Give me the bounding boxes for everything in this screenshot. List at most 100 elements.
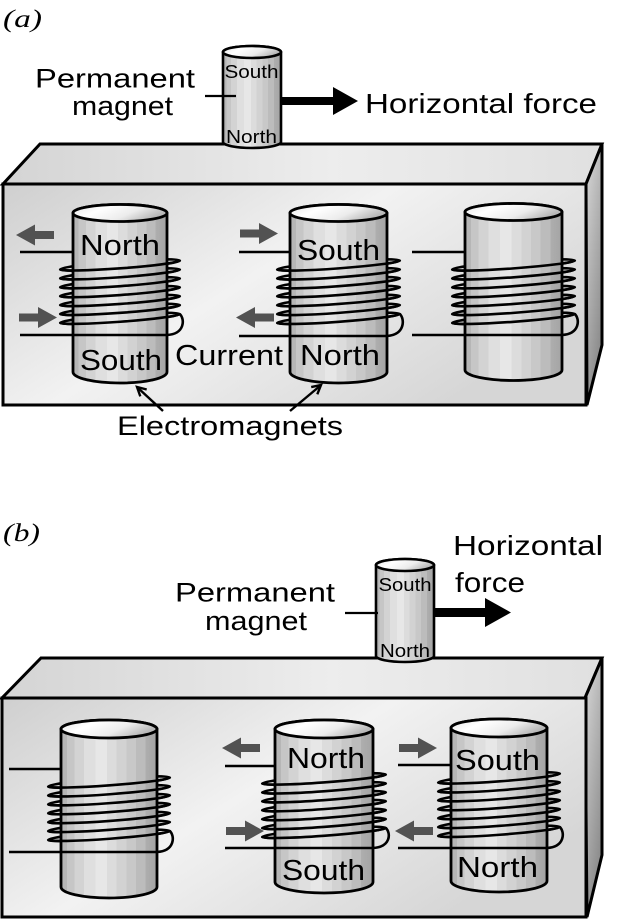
electromagnet-1-bottom-pole-label: South bbox=[80, 345, 162, 377]
permanent-magnet: South North bbox=[374, 557, 436, 664]
permanent-magnet-top-face bbox=[374, 557, 436, 573]
coil-turn-front bbox=[451, 312, 576, 326]
electromagnet-3-bottom-pole-label: North bbox=[457, 852, 538, 884]
current-arrow-right-icon bbox=[19, 307, 57, 328]
current-arrow-left-icon bbox=[222, 737, 260, 759]
permanent-magnet: South North bbox=[221, 44, 283, 150]
electromagnet-row bbox=[20, 202, 580, 385]
coil-turn-front bbox=[437, 808, 562, 821]
coil-front-windings bbox=[261, 773, 387, 840]
electromagnet-2-bottom-pole-label: North bbox=[300, 340, 380, 372]
coil-turn-front bbox=[47, 776, 172, 789]
coil-lead-lower bbox=[20, 313, 185, 337]
electromagnet-1-top-pole-label: North bbox=[80, 230, 160, 262]
coil-turn-front bbox=[276, 268, 401, 281]
coil-turn-front bbox=[261, 782, 387, 795]
coil-turn-front bbox=[451, 259, 576, 272]
pointer-line-right bbox=[289, 384, 322, 412]
current-direction-arrows bbox=[222, 737, 437, 842]
coil-turn-front bbox=[59, 304, 181, 317]
coil-turn-front bbox=[59, 286, 181, 299]
electromagnet-1 bbox=[20, 203, 185, 385]
electromagnet-core-top bbox=[449, 717, 549, 739]
electromagnet-3 bbox=[412, 202, 580, 382]
coil-turn-front bbox=[59, 295, 181, 308]
coil-turn-front bbox=[451, 303, 576, 317]
permanent-magnet-top-face bbox=[221, 44, 283, 60]
coil-turn-front bbox=[261, 809, 387, 822]
electromagnet-core-top bbox=[71, 203, 169, 223]
current-arrow-left-icon bbox=[236, 307, 274, 328]
coil-lead-lower bbox=[9, 829, 175, 854]
coil-turn-front bbox=[47, 812, 172, 825]
coil-turn-front bbox=[47, 803, 172, 816]
electromagnet-core-top bbox=[59, 718, 159, 740]
electromagnet-3 bbox=[398, 717, 565, 894]
coil-turn-front bbox=[437, 781, 562, 794]
base-block-top-face bbox=[0, 142, 605, 186]
electromagnet-row bbox=[9, 717, 565, 900]
permanent-magnet-top-pole-label: South bbox=[379, 575, 432, 595]
electromagnet-core-top bbox=[288, 203, 389, 223]
coil-turn-front bbox=[59, 259, 181, 272]
horizontal-force-arrow-icon bbox=[434, 598, 511, 627]
electromagnet-2-top-pole-label: South bbox=[297, 235, 380, 267]
coil-turn-front bbox=[261, 800, 387, 813]
pointer-arrowhead-right-icon bbox=[310, 383, 323, 395]
coil-turn-front bbox=[261, 773, 387, 786]
coil-turn-front bbox=[451, 295, 576, 308]
electromagnet-2-bottom-pole-label: South bbox=[282, 855, 365, 887]
coil-front-windings bbox=[437, 772, 562, 839]
coil-lead-lower bbox=[225, 826, 391, 850]
electromagnet-core-top bbox=[273, 718, 375, 740]
panel-label: (b) bbox=[3, 520, 40, 547]
base-block-top-face bbox=[0, 656, 605, 700]
pointer-arrowhead-left-icon bbox=[135, 385, 147, 397]
coil-turn-front bbox=[276, 277, 401, 290]
electromagnet-3-top-pole-label: South bbox=[455, 745, 540, 777]
coil-lead-lower bbox=[239, 312, 405, 338]
coil-lead-lower bbox=[398, 825, 565, 850]
horizontal-force-arrow-icon bbox=[281, 87, 358, 115]
coil-lead-lower bbox=[412, 312, 580, 337]
coil-turn-front bbox=[451, 277, 576, 290]
current-arrow-right-icon bbox=[240, 223, 278, 244]
panel-b: South North (b) Horizontal force Permane… bbox=[0, 520, 605, 919]
coil-turn-front bbox=[276, 259, 401, 272]
permanent-magnet-label-line-1: Permanent bbox=[175, 578, 336, 608]
horizontal-force-label-line-1: Horizontal bbox=[453, 530, 603, 561]
electromagnet-2 bbox=[225, 718, 391, 895]
electromagnets-label: Electromagnets bbox=[117, 411, 343, 441]
coil-turn-front bbox=[437, 817, 562, 830]
electromagnet-core-top bbox=[463, 202, 564, 222]
coil-turn-front bbox=[47, 829, 172, 843]
coil-front-windings bbox=[47, 776, 172, 843]
coil-turn-front bbox=[261, 791, 387, 804]
permanent-magnet-bottom-pole-label: North bbox=[226, 127, 277, 147]
electromagnet-2-top-pole-label: North bbox=[287, 743, 365, 775]
coil-front-windings bbox=[276, 259, 401, 326]
coil-turn-front bbox=[276, 286, 401, 299]
electromagnet-pointers bbox=[135, 383, 323, 412]
coil-turn-front bbox=[59, 312, 181, 326]
permanent-magnet-label-line-2: magnet bbox=[205, 606, 308, 636]
horizontal-force-label-line-2: force bbox=[455, 567, 525, 598]
coil-turn-front bbox=[47, 794, 172, 807]
coil-turn-front bbox=[47, 785, 172, 798]
current-direction-arrows bbox=[16, 223, 278, 328]
coil-turn-front bbox=[437, 772, 562, 785]
coil-front-windings bbox=[59, 259, 181, 326]
permanent-magnet-label-line-1: Permanent bbox=[35, 64, 196, 94]
current-arrow-left-icon bbox=[16, 224, 54, 246]
coil-turn-front bbox=[451, 286, 576, 299]
pointer-line-left bbox=[136, 386, 164, 412]
permanent-magnet-top-pole-label: South bbox=[225, 62, 279, 82]
coil-turn-front bbox=[276, 295, 401, 308]
coil-turn-front bbox=[276, 303, 401, 317]
coil-turn-front bbox=[437, 825, 562, 839]
permanent-magnet-label-line-2: magnet bbox=[72, 91, 174, 121]
coil-turn-front bbox=[276, 312, 401, 326]
current-arrow-right-icon bbox=[226, 820, 264, 842]
coil-turn-front bbox=[437, 790, 562, 803]
